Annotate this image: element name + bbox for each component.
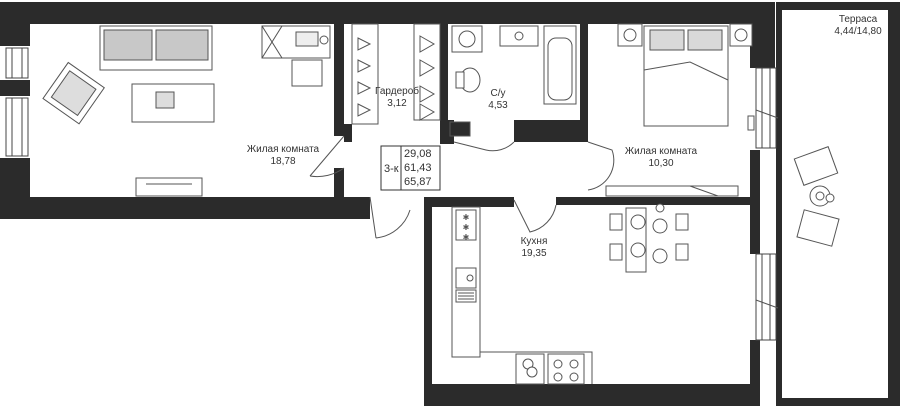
living1-area: 18,78 — [270, 156, 296, 167]
kitchen-name: Кухня — [520, 236, 548, 247]
svg-text:✱: ✱ — [463, 233, 470, 242]
living-area-total: 29,08 — [404, 148, 432, 160]
kitchen-furniture: ✱ ✱ ✱ — [451, 203, 689, 385]
room-label-wardrobe: Гардероб 3,12 — [374, 86, 420, 110]
terrace-furniture — [793, 146, 840, 247]
svg-text:✱: ✱ — [463, 223, 470, 232]
living1-furniture — [42, 25, 331, 197]
living2-name: Жилая комната — [624, 146, 698, 157]
rooms-count: 3-к — [384, 163, 399, 175]
room-label-bathroom: С/у 4,53 — [478, 88, 518, 112]
room-label-living1: Жилая комната 18,78 — [236, 144, 330, 168]
wardrobe-name: Гардероб — [375, 86, 419, 97]
wardrobe-furniture — [351, 23, 441, 125]
summary-box — [380, 145, 441, 191]
bedroom-furniture — [605, 23, 755, 197]
bathroom-area: 4,53 — [488, 100, 508, 111]
bathroom-furniture — [449, 25, 577, 137]
room-label-living2: Жилая комната 10,30 — [614, 146, 708, 170]
kitchen-area: 19,35 — [521, 248, 547, 259]
area-summary: 3-к 29,08 61,43 65,87 — [381, 146, 440, 190]
terrace-area: 4,44/14,80 — [834, 26, 882, 37]
room-label-kitchen: Кухня 19,35 — [508, 236, 560, 260]
total-area: 61,43 — [404, 162, 432, 174]
room-label-terrace: Терраса 4,44/14,80 — [818, 14, 898, 38]
wardrobe-area: 3,12 — [387, 98, 407, 109]
doors — [309, 109, 779, 309]
bathroom-name: С/у — [490, 88, 506, 99]
svg-text:✱: ✱ — [463, 213, 470, 222]
terrace-name: Терраса — [838, 14, 878, 25]
living2-area: 10,30 — [648, 158, 674, 169]
windows — [5, 47, 777, 341]
living1-name: Жилая комната — [246, 144, 320, 155]
total-area-with-terrace: 65,87 — [404, 176, 432, 188]
